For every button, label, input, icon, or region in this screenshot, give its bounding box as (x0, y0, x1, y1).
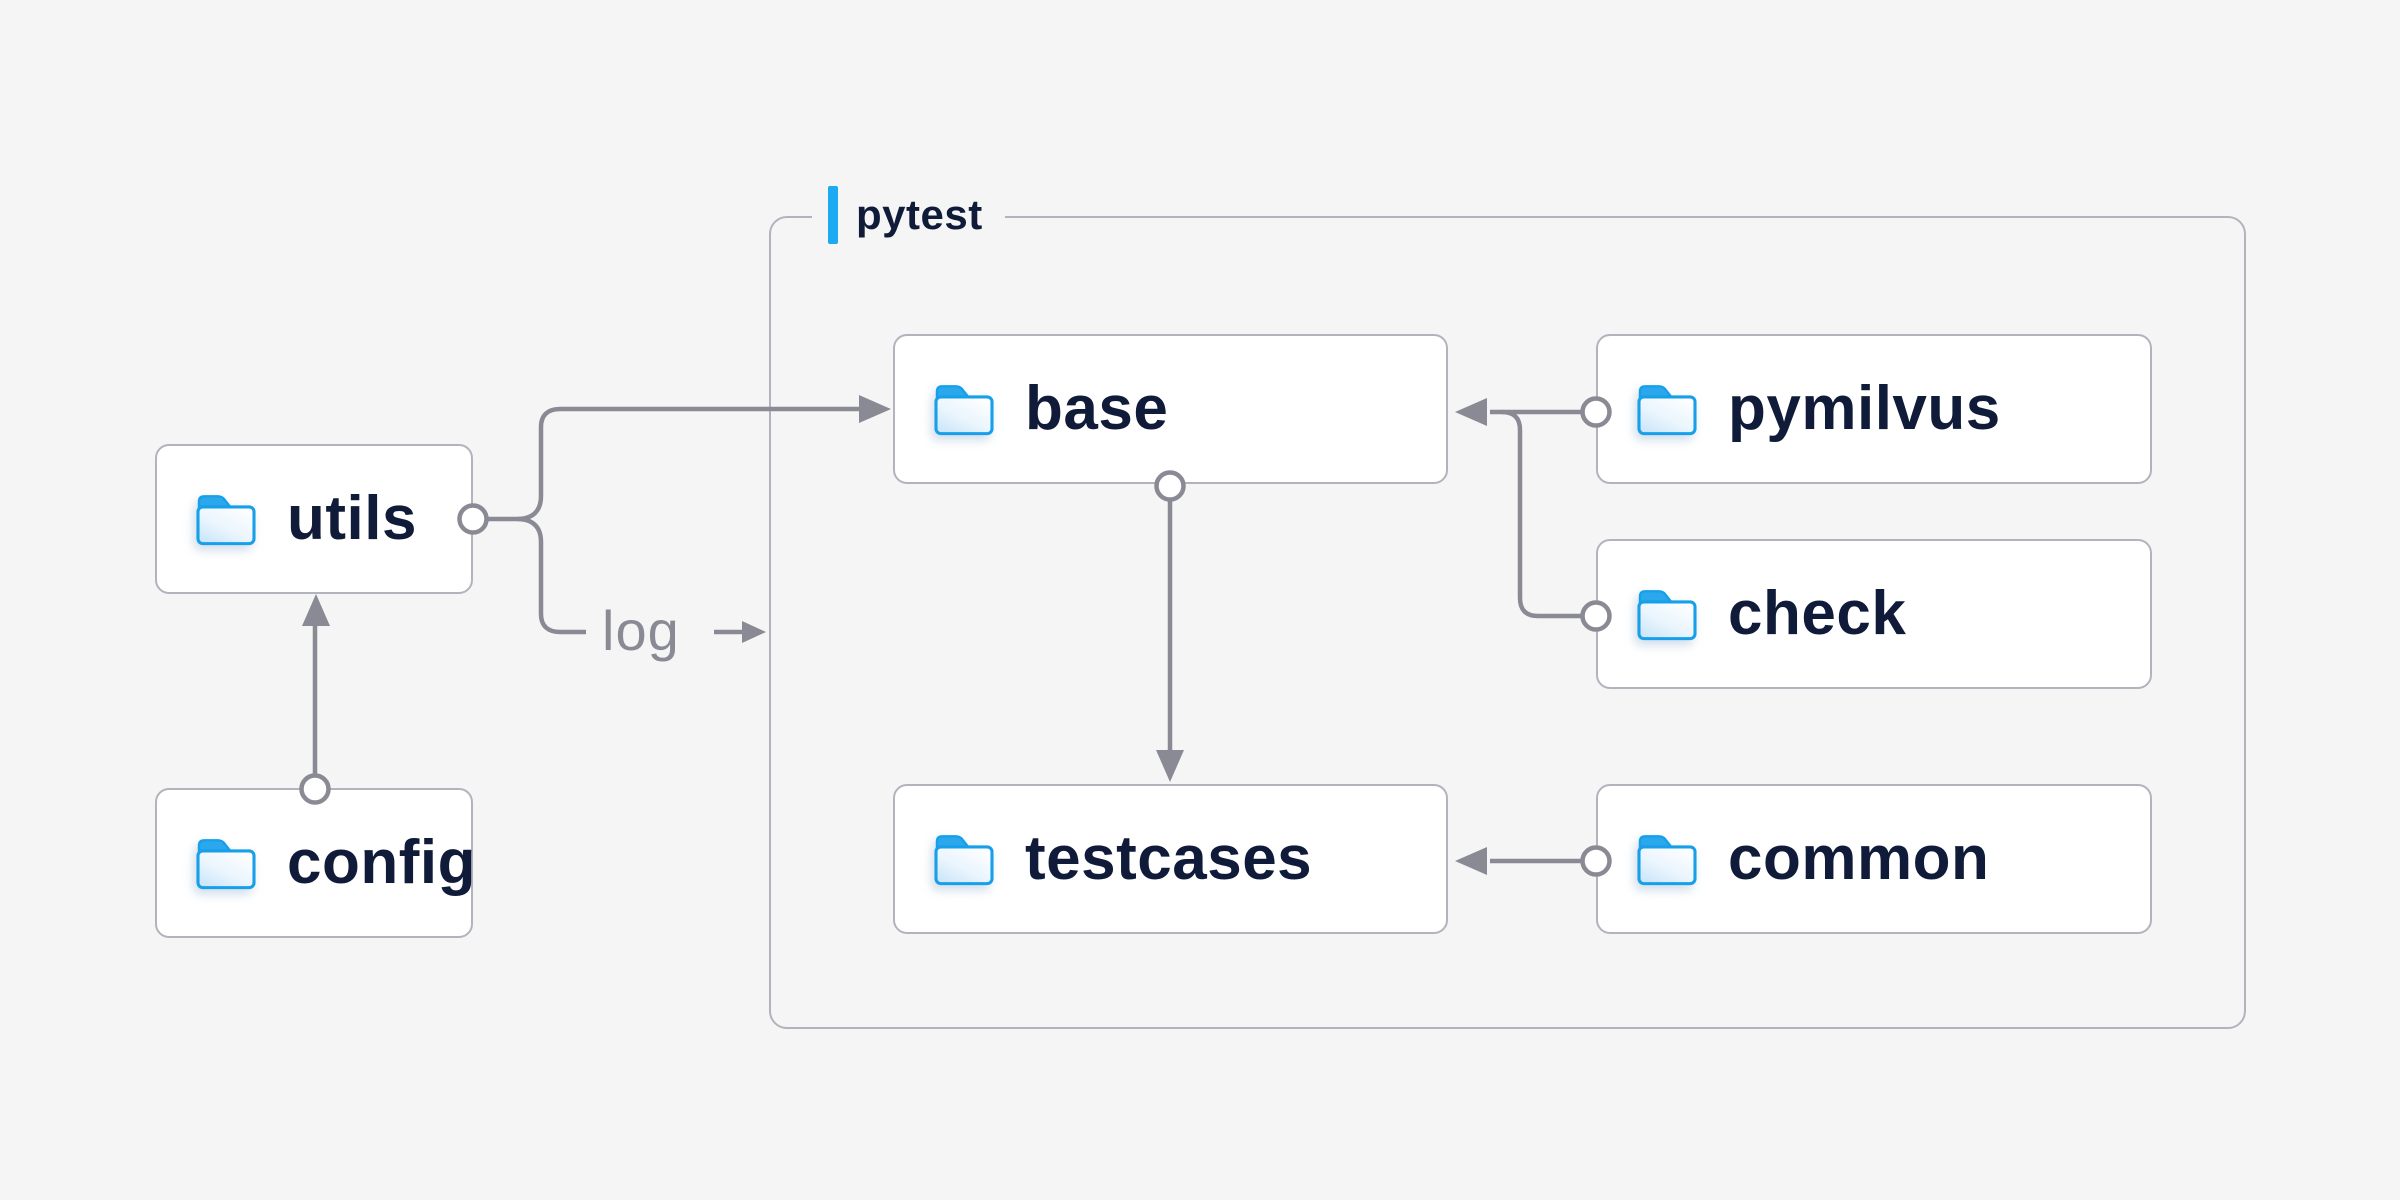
node-label: config (287, 828, 476, 897)
folder-icon (1634, 381, 1700, 437)
group-title: pytest (856, 191, 983, 238)
node-base: base (893, 334, 1448, 484)
folder-icon (1634, 831, 1700, 887)
node-common: common (1596, 784, 2152, 934)
folder-icon (1634, 586, 1700, 642)
node-label: base (1025, 374, 1169, 443)
pytest-group-box (769, 216, 2246, 1029)
folder-icon (193, 835, 259, 891)
edge-label-log: log (602, 598, 680, 662)
folder-icon (931, 381, 997, 437)
node-check: check (1596, 539, 2152, 689)
folder-icon (193, 491, 259, 547)
edge-config-to-utils (299, 594, 331, 805)
pytest-group-label: pytest (812, 183, 1005, 247)
node-label: utils (287, 484, 417, 553)
node-config: config (155, 788, 476, 938)
node-label: common (1728, 824, 1990, 893)
node-testcases: testcases (893, 784, 1448, 934)
accent-bar (828, 186, 838, 244)
node-label: pymilvus (1728, 374, 2001, 443)
node-label: check (1728, 579, 1907, 648)
node-label: testcases (1025, 824, 1313, 893)
node-pymilvus: pymilvus (1596, 334, 2152, 484)
node-utils: utils (155, 444, 473, 594)
folder-icon (931, 831, 997, 887)
